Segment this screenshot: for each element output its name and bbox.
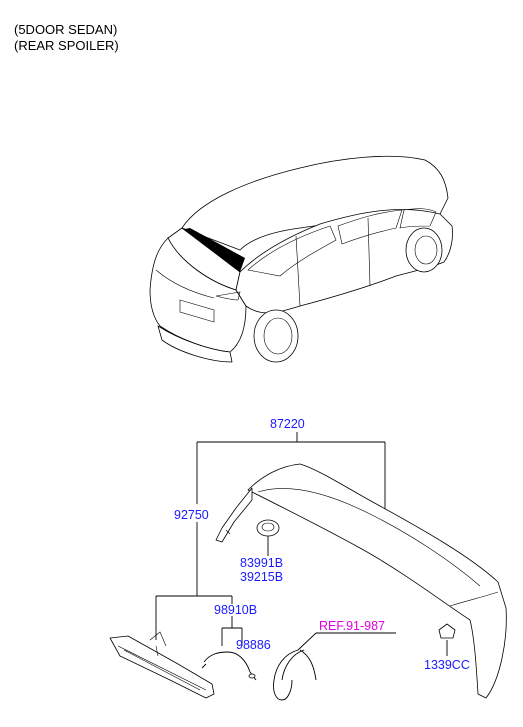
callout-lines	[155, 432, 448, 656]
label-1339CC: 1339CC	[424, 658, 470, 672]
label-98910B: 98910B	[214, 603, 257, 617]
label-39215B: 39215B	[240, 570, 283, 584]
header-line-2: (REAR SPOILER)	[14, 38, 119, 53]
label-ref-91-987: REF.91-987	[319, 619, 385, 633]
header-line-1: (5DOOR SEDAN)	[14, 22, 118, 37]
label-87220: 87220	[270, 417, 305, 431]
label-83991B: 83991B	[240, 556, 283, 570]
hatchback-car-illustration	[149, 155, 453, 363]
clip-part	[438, 623, 456, 639]
rear-spoiler-part	[215, 463, 507, 699]
stop-lamp-part	[109, 631, 215, 699]
label-98886: 98886	[236, 638, 271, 652]
grommet-part	[256, 519, 280, 537]
washer-hose-reference	[273, 649, 317, 701]
wiring-harness-part	[201, 651, 257, 681]
label-92750: 92750	[174, 508, 209, 522]
